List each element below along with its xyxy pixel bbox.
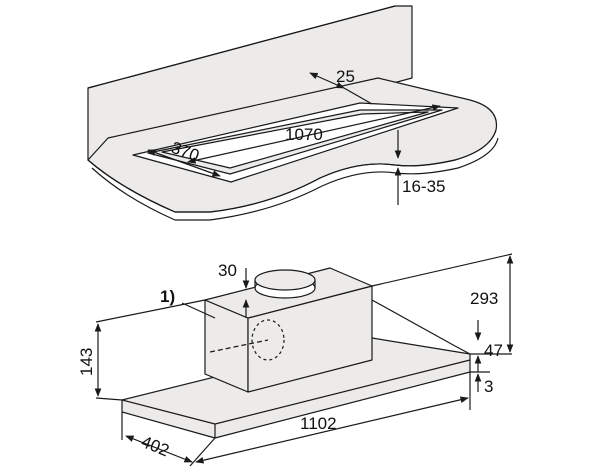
dim-line-width [195,396,469,464]
dim-ext-402b [189,437,216,467]
dim-ext-25a [343,87,373,105]
callout-leader [181,302,216,319]
label-duct-offset: 30 [218,261,237,280]
worktop-dimensions [147,72,441,205]
worktop-front-edge [87,129,497,213]
worktop-upstand-top [87,5,396,89]
dim-line-edge-clearance [309,72,345,89]
label-width: 1102 [300,414,337,433]
label-callout: 1) [160,287,175,306]
appliance-back-plate [371,299,471,355]
label-inner-height: 143 [77,348,96,376]
label-depth: 402 [139,432,172,460]
worktop-front-edge-lower [91,137,499,221]
appliance-side-duct-axis [209,339,269,353]
dim-line-cutout-depth [147,149,221,177]
dim-ext-143-bot [95,397,123,401]
label-worktop-thickness: 16-35 [402,177,445,196]
label-total-height: 293 [470,289,498,308]
dim-line-cutout-length [187,104,441,164]
appliance-duct-rim [254,269,316,291]
label-trim-height: 47 [484,341,503,360]
appliance-dimensions [94,253,514,467]
dim-ext-143-top [95,299,206,323]
label-cutout-length: 1070 [285,125,323,144]
appliance-side-duct [251,319,285,361]
dim-line-depth [125,435,193,463]
dim-ext-293-top [371,253,513,287]
label-frame-thickness: 3 [484,377,493,396]
label-edge-clearance: 25 [336,67,355,86]
